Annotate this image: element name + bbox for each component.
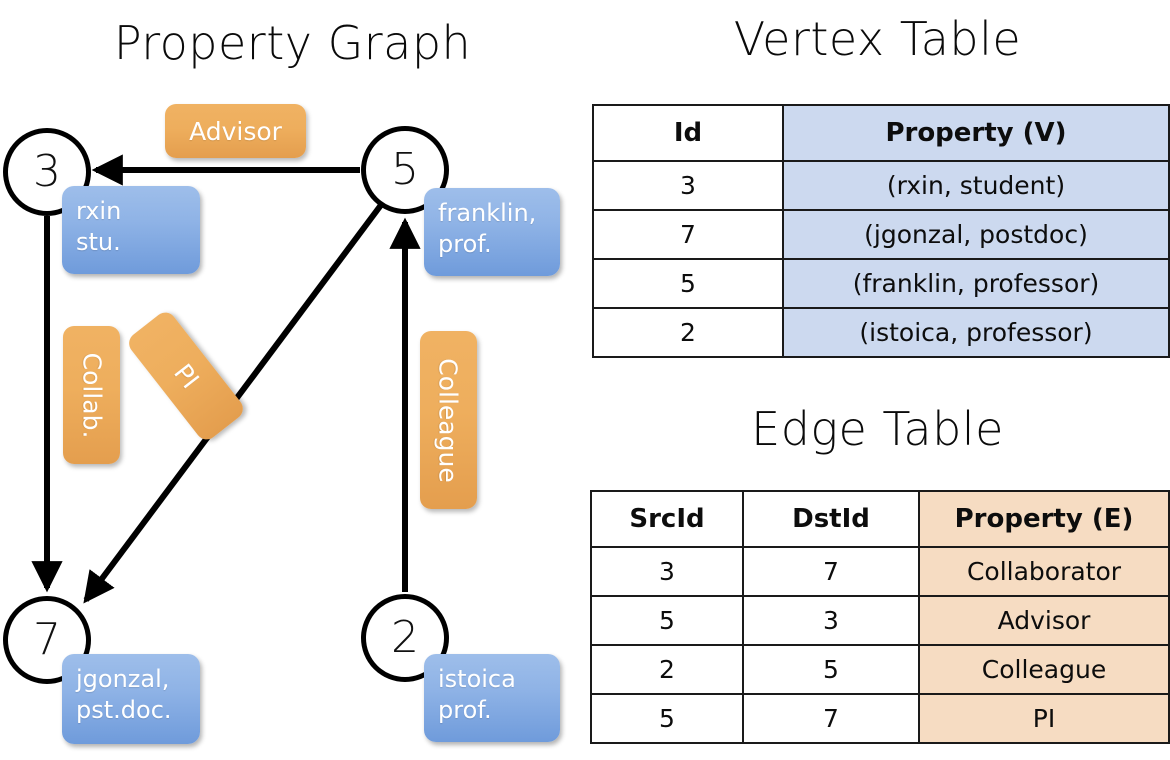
edge-row-0-src: 3 <box>590 546 744 597</box>
table-row[interactable]: 2 5 Colleague <box>590 644 1170 695</box>
graph-node-5[interactable]: 5 <box>361 126 449 214</box>
node-2-label: 2 <box>391 612 419 663</box>
edge-row-3-src: 5 <box>590 693 744 744</box>
edge-row-1-src: 5 <box>590 595 744 646</box>
edge-table-header-srcid: SrcId <box>590 490 744 548</box>
table-row[interactable]: 3 (rxin, student) <box>592 160 1170 211</box>
node-3-property-line1: rxin <box>76 197 122 225</box>
node-5-property-line1: franklin, <box>438 199 537 227</box>
page-title-property-graph: Property Graph <box>113 16 472 70</box>
node-7-property-callout: jgonzal,pst.doc. <box>62 654 200 744</box>
node-3-property-line2: stu. <box>76 227 121 256</box>
edge-row-0-dst: 7 <box>742 546 920 597</box>
node-2-property-line2: prof. <box>438 695 492 724</box>
node-7-property-line2: pst.doc. <box>76 695 172 724</box>
edge-label-pi-text: PI <box>167 358 205 394</box>
edge-row-0-property: Collaborator <box>918 546 1170 597</box>
edge-label-advisor: Advisor <box>165 104 306 158</box>
edge-row-2-property: Colleague <box>918 644 1170 695</box>
page-title-edge-table: Edge Table <box>751 402 1004 456</box>
edge-label-advisor-text: Advisor <box>189 116 282 146</box>
edge-row-1-dst: 3 <box>742 595 920 646</box>
vertex-row-0-property: (rxin, student) <box>782 160 1170 211</box>
node-5-property-callout: franklin,prof. <box>424 188 560 276</box>
edge-table-header-dstid: DstId <box>742 490 920 548</box>
table-row[interactable]: 2 (istoica, professor) <box>592 307 1170 358</box>
vertex-row-2-property: (franklin, professor) <box>782 258 1170 309</box>
node-5-property-line2: prof. <box>438 229 492 258</box>
node-7-label: 7 <box>33 614 61 665</box>
edge-table-header-row: SrcId DstId Property (E) <box>590 490 1170 548</box>
table-row[interactable]: 7 (jgonzal, postdoc) <box>592 209 1170 260</box>
edge-label-collab: Collab. <box>63 326 120 464</box>
vertex-table-header-id: Id <box>592 104 784 162</box>
edge-row-2-dst: 5 <box>742 644 920 695</box>
edge-row-2-src: 2 <box>590 644 744 695</box>
vertex-table-header-row: Id Property (V) <box>592 104 1170 162</box>
vertex-table: Id Property (V) 3 (rxin, student) 7 (jgo… <box>592 104 1170 358</box>
vertex-row-3-property: (istoica, professor) <box>782 307 1170 358</box>
edge-row-3-property: PI <box>918 693 1170 744</box>
page-title-vertex-table: Vertex Table <box>733 12 1022 66</box>
vertex-table-header-property: Property (V) <box>782 104 1170 162</box>
table-row[interactable]: 5 3 Advisor <box>590 595 1170 646</box>
node-5-label: 5 <box>391 144 419 195</box>
edge-label-collab-text: Collab. <box>77 352 106 438</box>
edge-label-colleague: Colleague <box>420 331 477 509</box>
vertex-row-0-id: 3 <box>592 160 784 211</box>
vertex-row-2-id: 5 <box>592 258 784 309</box>
edge-table: SrcId DstId Property (E) 3 7 Collaborato… <box>590 490 1170 744</box>
table-row[interactable]: 5 (franklin, professor) <box>592 258 1170 309</box>
node-3-label: 3 <box>33 146 61 197</box>
table-row[interactable]: 5 7 PI <box>590 693 1170 744</box>
edge-row-1-property: Advisor <box>918 595 1170 646</box>
node-7-property-line1: jgonzal, <box>76 665 170 693</box>
edge-table-header-property: Property (E) <box>918 490 1170 548</box>
graph-node-2[interactable]: 2 <box>361 594 449 682</box>
edge-row-3-dst: 7 <box>742 693 920 744</box>
vertex-row-1-id: 7 <box>592 209 784 260</box>
node-2-property-line1: istoica <box>438 665 516 693</box>
vertex-row-1-property: (jgonzal, postdoc) <box>782 209 1170 260</box>
vertex-row-3-id: 2 <box>592 307 784 358</box>
table-row[interactable]: 3 7 Collaborator <box>590 546 1170 597</box>
edge-label-colleague-text: Colleague <box>434 357 464 483</box>
